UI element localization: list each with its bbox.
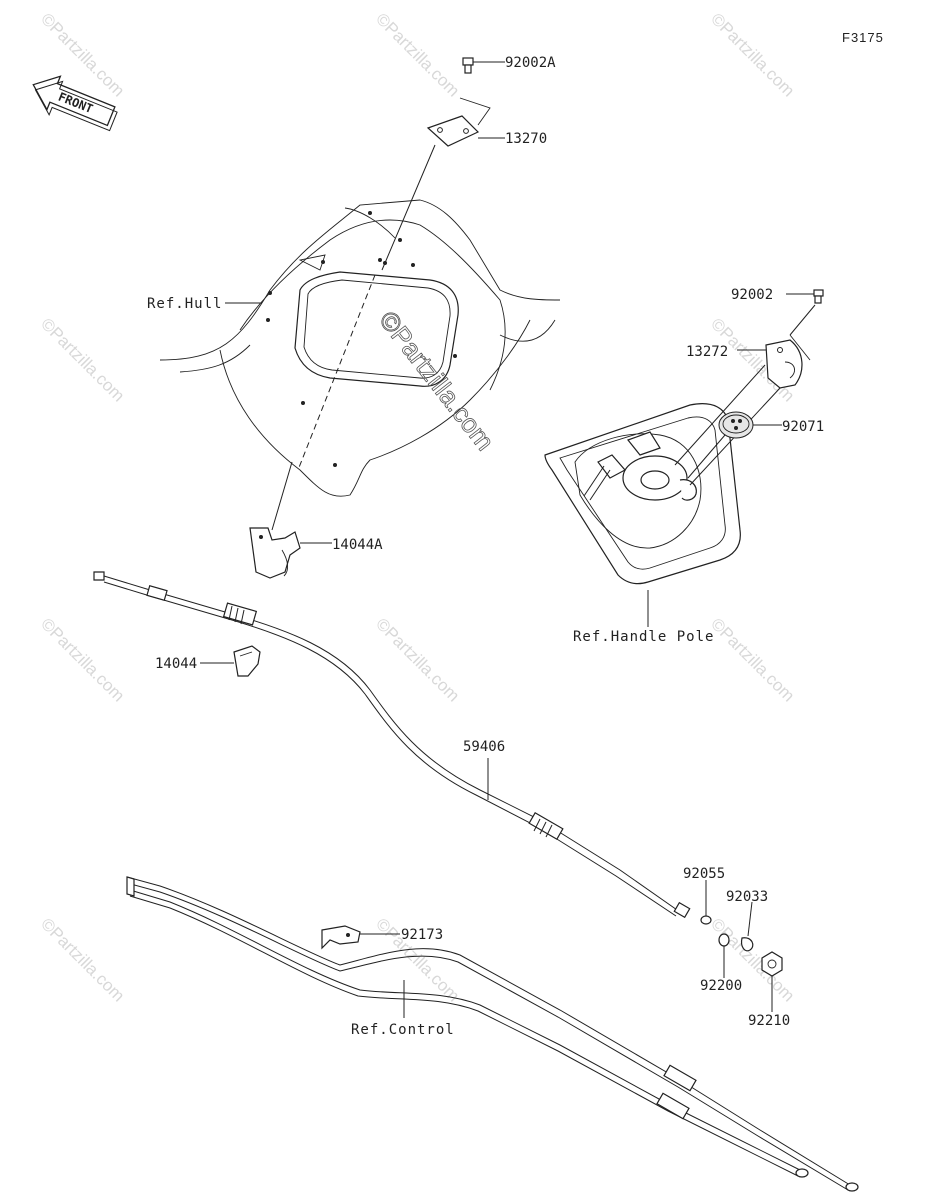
part-13272-clip: 13272 [674, 339, 803, 486]
part-92033-clip: 92033 [726, 889, 768, 952]
part-13270-plate: 13270 [426, 97, 547, 147]
hull-assembly [159, 199, 561, 497]
part-label-14044: 14044 [155, 656, 197, 672]
part-label-92002A: 92002A [505, 55, 556, 71]
watermark: ©Partzilla.com [37, 314, 128, 405]
part-92173-holder: 92173 [321, 925, 443, 950]
part-92200-washer: 92200 [700, 933, 742, 994]
part-label-13270: 13270 [505, 131, 547, 147]
front-arrow-icon: FRONT [32, 75, 118, 132]
part-92071-grommet: 92071 [687, 411, 824, 479]
ref-handle-pole-label: Ref.Handle Pole [573, 629, 714, 645]
part-label-14044A: 14044A [332, 537, 383, 553]
part-label-59406: 59406 [463, 739, 505, 755]
ref-control-label: Ref.Control [351, 1022, 455, 1038]
part-92210-nut: 92210 [748, 951, 790, 1029]
handle-pole-assembly [544, 403, 741, 585]
part-92055-washer: 92055 [683, 866, 725, 925]
part-label-92210: 92210 [748, 1013, 790, 1029]
part-14044-clip: 14044 [155, 645, 261, 677]
part-label-92071: 92071 [782, 419, 824, 435]
part-14044A-bracket: 14044A [249, 527, 383, 579]
part-label-92200: 92200 [700, 978, 742, 994]
part-label-92055: 92055 [683, 866, 725, 882]
part-92002A-bolt: 92002A [462, 55, 556, 74]
ref-hull-label: Ref.Hull [147, 296, 222, 312]
part-92002-bolt: 92002 [731, 287, 824, 361]
ref-control-cables [126, 876, 859, 1192]
figure-id: F3175 [842, 30, 884, 45]
watermark: ©Partzilla.com [707, 614, 798, 705]
part-label-13272: 13272 [686, 344, 728, 360]
watermark: ©Partzilla.com [372, 9, 463, 100]
watermark: ©Partzilla.com [707, 9, 798, 100]
part-label-92173: 92173 [401, 927, 443, 943]
part-label-92002: 92002 [731, 287, 773, 303]
watermark: ©Partzilla.com [372, 614, 463, 705]
part-label-92033: 92033 [726, 889, 768, 905]
part-59406-cable: 59406 [93, 571, 691, 919]
watermark: ©Partzilla.com [37, 914, 128, 1005]
watermark: ©Partzilla.com [37, 614, 128, 705]
